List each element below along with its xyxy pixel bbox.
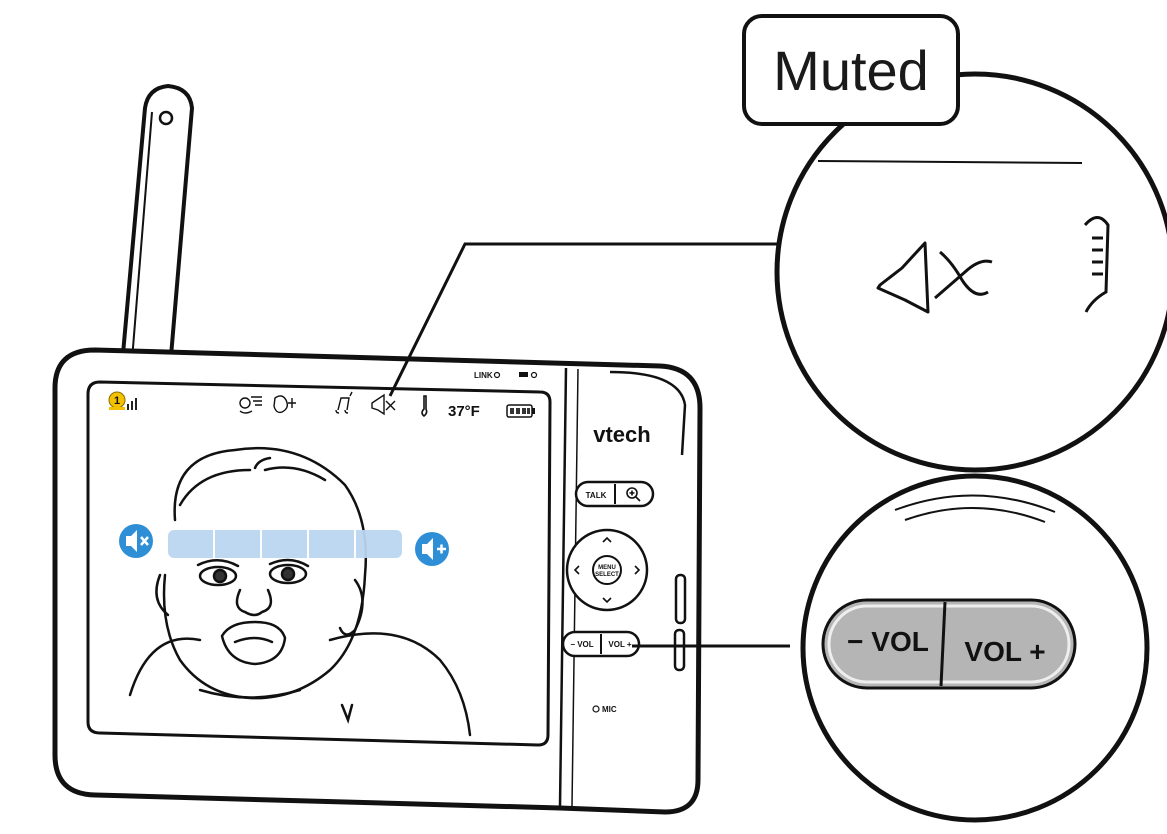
dpad-up-icon[interactable] bbox=[602, 536, 612, 543]
device-vol-minus-button[interactable]: − VOL bbox=[570, 640, 593, 649]
speaker-muted-zoom-icon bbox=[876, 241, 993, 314]
device-volume-buttons: − VOL VOL + bbox=[561, 630, 641, 658]
zoom-circle-volume: − VOL VOL + bbox=[800, 473, 1150, 823]
menu-select-button[interactable]: MENU bbox=[598, 565, 616, 571]
indicators: LINK bbox=[474, 371, 538, 380]
speaker-muted-icon bbox=[371, 393, 396, 416]
device-vol-plus-button[interactable]: VOL + bbox=[608, 640, 632, 649]
volume-muted-icon bbox=[119, 524, 153, 558]
volume-bar bbox=[168, 530, 402, 558]
talk-zoom-pill: TALK bbox=[574, 480, 655, 508]
status-bar: 1 37°F bbox=[108, 391, 535, 420]
brand-logo: vtech bbox=[593, 422, 650, 447]
mic: MIC bbox=[592, 705, 617, 714]
link-indicator-label: LINK bbox=[474, 371, 493, 380]
volume-up-icon bbox=[415, 532, 449, 566]
baby-illustration bbox=[128, 446, 472, 737]
screen bbox=[86, 380, 552, 747]
zoom-vol-minus-button[interactable]: − VOL bbox=[847, 626, 929, 657]
zoom-circle-status bbox=[774, 71, 1167, 473]
talk-button[interactable]: TALK bbox=[586, 491, 607, 500]
volume-overlay bbox=[119, 524, 449, 566]
night-light-icon bbox=[273, 395, 296, 414]
zoom-icon[interactable] bbox=[626, 487, 641, 502]
camera-number: 1 bbox=[114, 395, 120, 407]
menu-select-button-line2[interactable]: SELECT bbox=[595, 572, 619, 578]
zoom-vol-plus-button[interactable]: VOL + bbox=[964, 636, 1045, 667]
dpad-right-icon[interactable] bbox=[634, 565, 641, 575]
camera-signal-icon: 1 bbox=[108, 391, 137, 410]
antenna bbox=[119, 83, 195, 371]
lullaby-icon bbox=[239, 396, 262, 414]
dpad-down-icon[interactable] bbox=[602, 597, 612, 604]
thermometer-icon bbox=[421, 395, 428, 418]
dpad[interactable]: MENU SELECT bbox=[565, 528, 649, 612]
thermometer-zoom-icon bbox=[1083, 216, 1110, 313]
leader-lines bbox=[388, 242, 790, 648]
music-icon bbox=[335, 391, 353, 414]
battery-icon bbox=[506, 404, 535, 418]
power-indicator-icon bbox=[519, 371, 538, 379]
muted-callout-label: Muted bbox=[742, 14, 960, 126]
mic-label: MIC bbox=[602, 705, 617, 714]
temperature-readout: 37°F bbox=[448, 403, 480, 420]
dpad-left-icon[interactable] bbox=[573, 565, 580, 575]
